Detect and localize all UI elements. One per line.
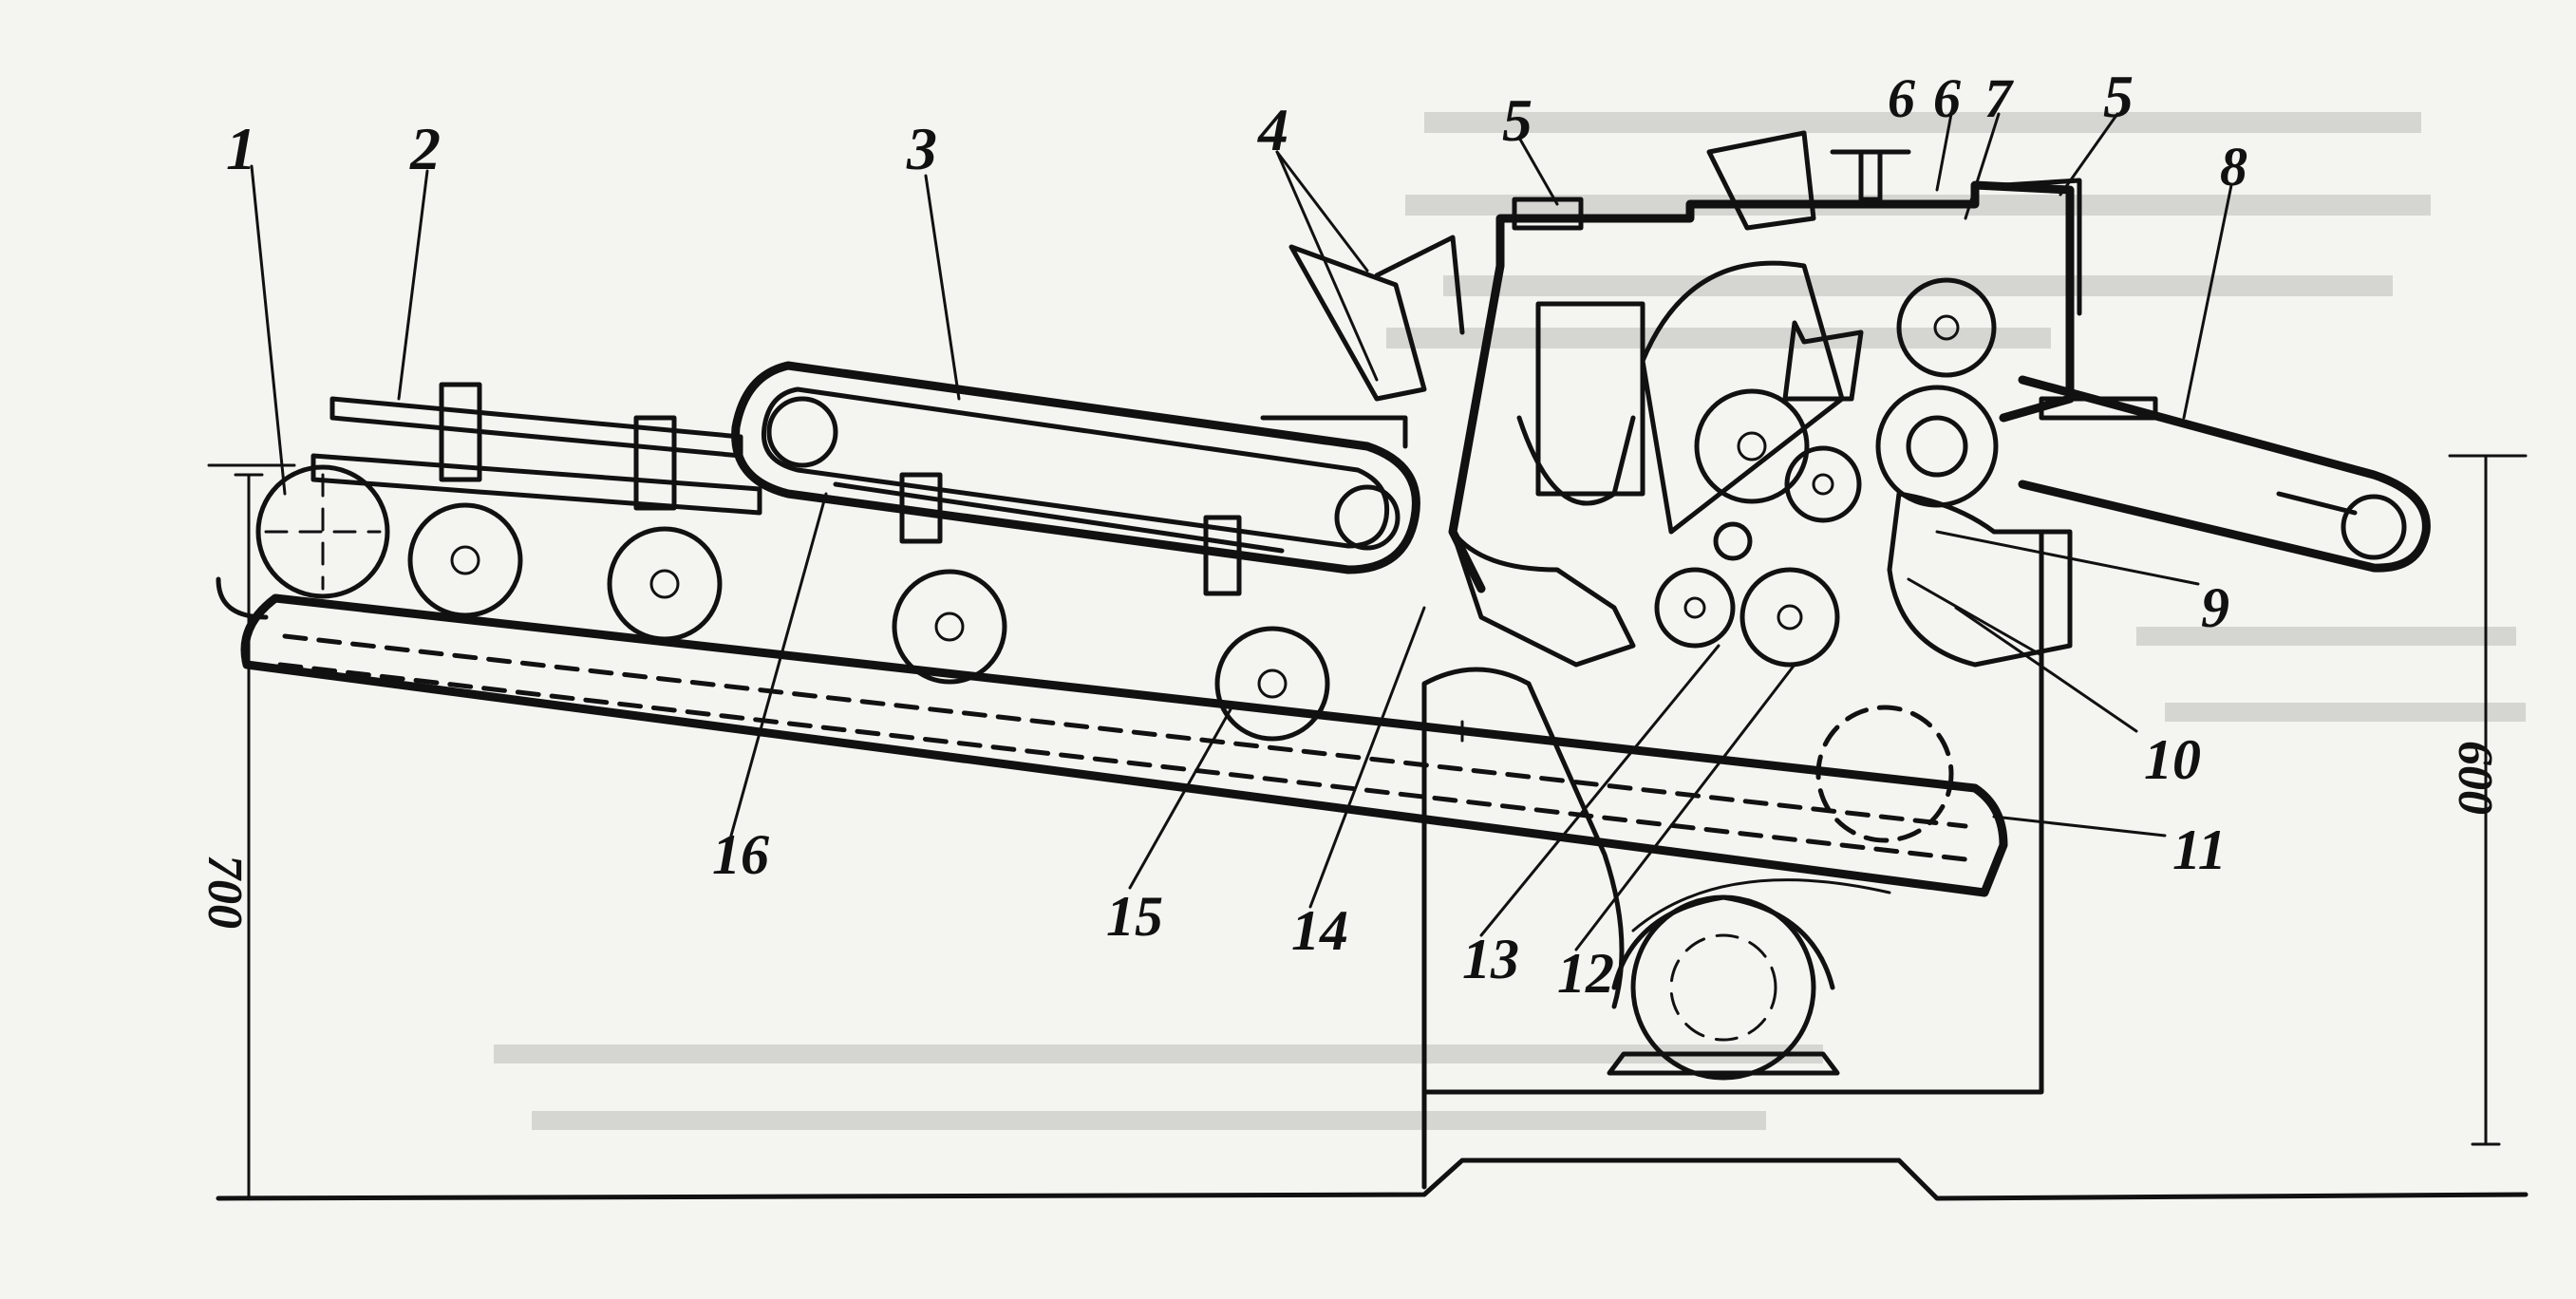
gear-train bbox=[1640, 260, 1999, 668]
callout-3: 3 bbox=[906, 115, 937, 182]
dimension-600: 600 bbox=[2448, 741, 2502, 815]
infeed-arms bbox=[1260, 235, 1465, 449]
callout-12: 12 bbox=[1557, 942, 1614, 1005]
callout-9: 9 bbox=[2201, 576, 2229, 639]
callout-11: 11 bbox=[2172, 819, 2227, 881]
lower-conveyor bbox=[216, 576, 2008, 897]
leader-lines bbox=[250, 112, 2233, 951]
feed-rollers bbox=[407, 502, 1954, 843]
callout-labels: 1 2 3 4 5 6 7 8 5 6 9 10 11 12 13 14 15 … bbox=[226, 63, 2247, 1005]
callout-16: 16 bbox=[712, 823, 769, 886]
callout-5b: 5 bbox=[2103, 63, 2134, 130]
callout-14: 14 bbox=[1291, 899, 1348, 962]
discharge-conveyor bbox=[2018, 375, 2431, 573]
cutting-head-housing bbox=[1448, 130, 2082, 593]
callout-13: 13 bbox=[1462, 928, 1519, 990]
callout-2: 2 bbox=[409, 115, 441, 182]
drive-motor bbox=[1607, 878, 1891, 1081]
dimension-700: 700 bbox=[197, 855, 252, 929]
callout-15: 15 bbox=[1106, 885, 1163, 948]
top-belt-conveyor bbox=[731, 361, 1420, 596]
callout-6: 6 bbox=[1933, 67, 1961, 129]
callout-6b: 6 bbox=[1888, 67, 1915, 129]
callout-4: 4 bbox=[1257, 96, 1288, 163]
callout-1: 1 bbox=[226, 115, 256, 182]
floor-line bbox=[216, 1158, 2529, 1201]
callout-5: 5 bbox=[1502, 86, 1532, 154]
callout-7: 7 bbox=[1984, 67, 2014, 129]
left-end-drum bbox=[255, 464, 390, 599]
left-dimension-line bbox=[207, 463, 296, 1200]
cutter-chute bbox=[1450, 491, 2073, 668]
bleed-through-text bbox=[494, 112, 2526, 1130]
right-dimension-line bbox=[2448, 454, 2528, 1146]
callout-8: 8 bbox=[2220, 136, 2247, 198]
callout-10: 10 bbox=[2144, 728, 2201, 791]
upper-guide-rail bbox=[310, 382, 762, 516]
